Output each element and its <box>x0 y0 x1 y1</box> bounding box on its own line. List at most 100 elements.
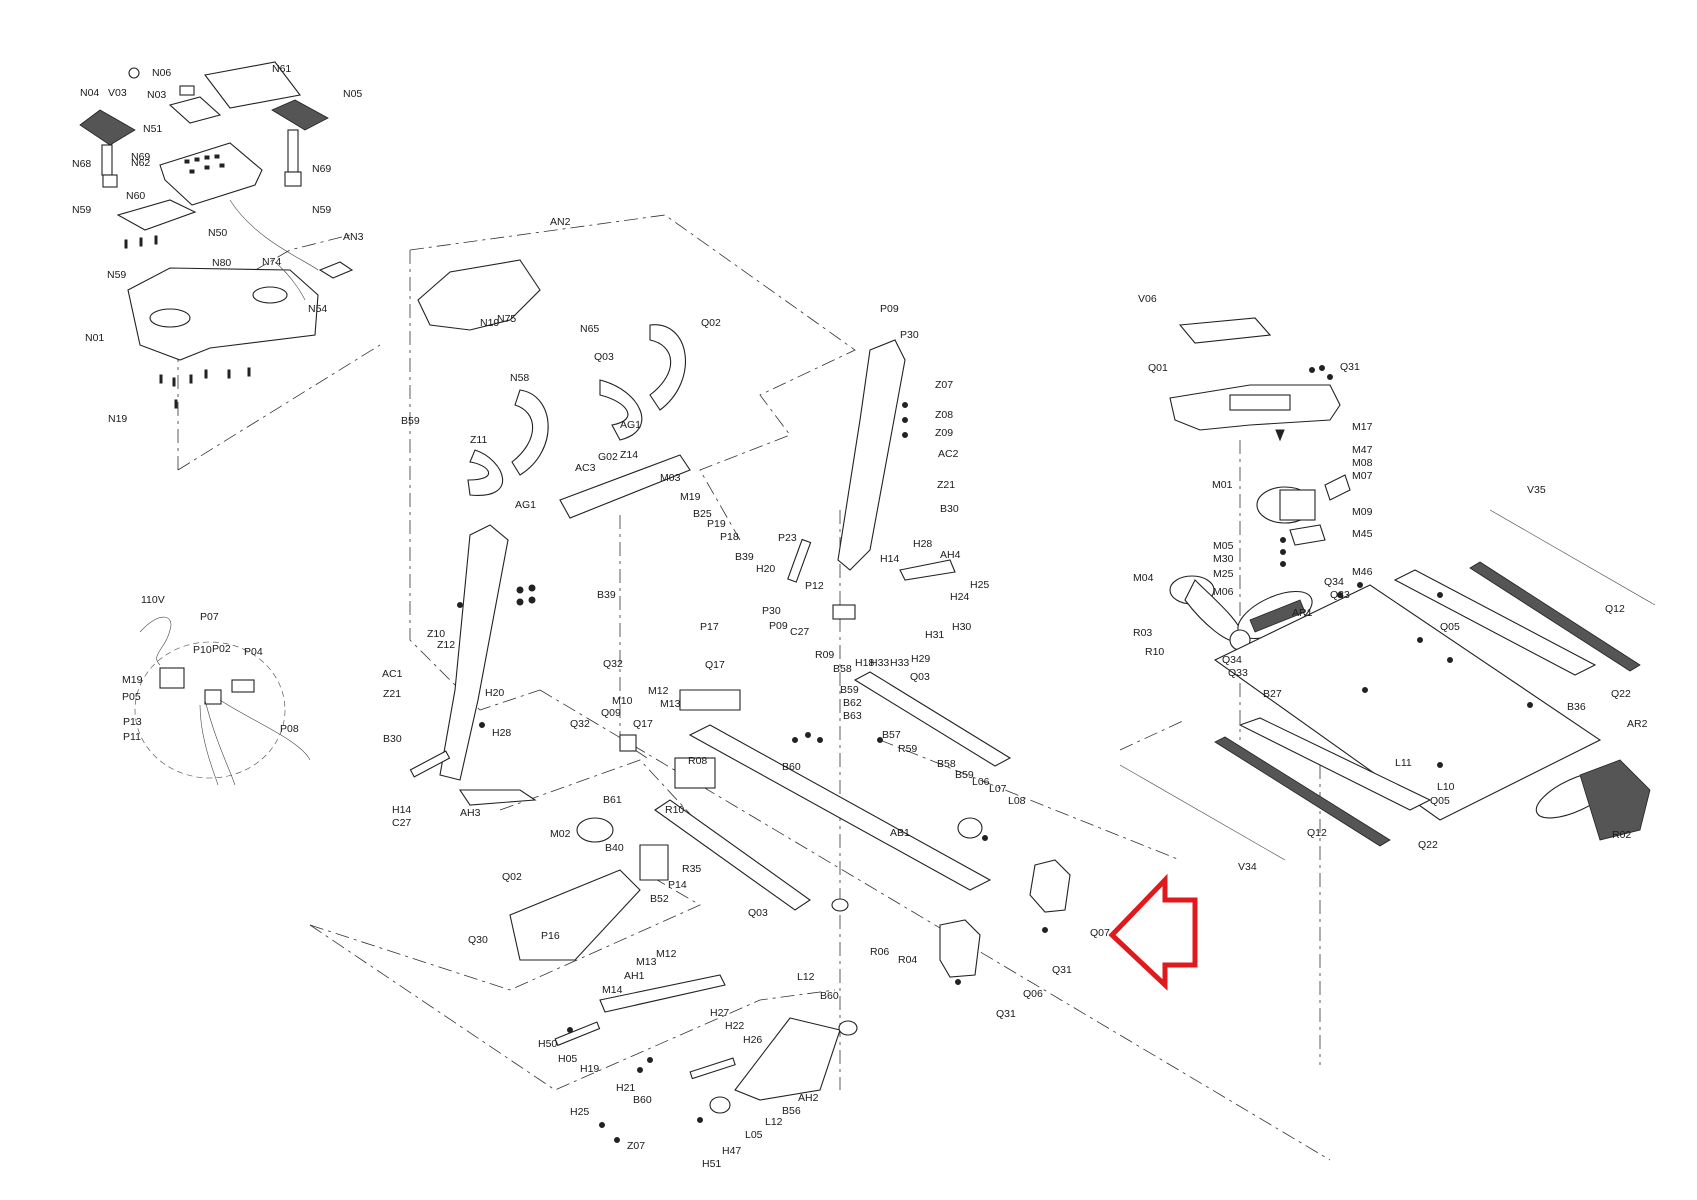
label-p05: P05 <box>122 691 141 703</box>
label-110v: 110V <box>141 594 165 606</box>
highlight-arrow <box>1108 873 1198 991</box>
label-q05b: Q05 <box>1430 795 1450 807</box>
label-l12b: L12 <box>765 1116 783 1128</box>
label-m01: M01 <box>1212 479 1233 491</box>
power-detail-circle <box>134 641 286 779</box>
label-m45: M45 <box>1352 528 1373 540</box>
label-an2: AN2 <box>550 216 571 228</box>
handle-pad-right <box>271 99 329 131</box>
label-ac3: AC3 <box>575 462 596 474</box>
label-p10: P10 <box>193 644 212 656</box>
label-m13b: M13 <box>636 956 657 968</box>
safety-key-an3 <box>318 261 354 279</box>
label-z07a: Z07 <box>935 379 953 391</box>
label-ar1: AR1 <box>1292 607 1313 619</box>
label-l10: L10 <box>1437 781 1455 793</box>
label-n61: N61 <box>272 63 291 75</box>
label-q22a: Q22 <box>1611 688 1631 700</box>
label-n60: N60 <box>126 190 145 202</box>
label-ar2: AR2 <box>1627 718 1648 730</box>
label-q07: Q07 <box>1090 927 1110 939</box>
label-m19: M19 <box>680 491 701 503</box>
motor-m02 <box>576 817 614 843</box>
label-q31a: Q31 <box>1052 964 1072 976</box>
label-b36: B36 <box>1567 701 1586 713</box>
label-m47: M47 <box>1352 444 1373 456</box>
label-r10: R10 <box>665 804 684 816</box>
label-h50: H50 <box>538 1038 557 1050</box>
frame-rail-ab1 <box>688 724 992 891</box>
label-c27a: C27 <box>790 626 809 638</box>
label-n58: N58 <box>510 372 529 384</box>
label-p18: P18 <box>720 531 739 543</box>
label-l11: L11 <box>1395 757 1412 769</box>
label-z21a: Z21 <box>937 479 955 491</box>
label-m14: M14 <box>602 984 623 996</box>
label-z14: Z14 <box>620 449 638 461</box>
label-h51: H51 <box>702 1158 721 1170</box>
label-h33a: H33 <box>870 657 889 669</box>
label-q31c: Q31 <box>1340 361 1360 373</box>
part-labels: N04 V03 N06 N61 N05 N03 N51 N69 N62 N68 … <box>72 63 1648 1170</box>
label-ac1: AC1 <box>382 668 403 680</box>
label-z11: Z11 <box>470 434 487 446</box>
bracket-b52 <box>639 844 669 881</box>
handle-pad-left <box>79 109 136 146</box>
label-z21b: Z21 <box>383 688 401 700</box>
label-p09a: P09 <box>880 303 899 315</box>
grip-ag1 <box>467 449 504 496</box>
wheel-l06 <box>957 817 983 839</box>
label-m25: M25 <box>1213 568 1234 580</box>
label-h33b: H33 <box>890 657 909 669</box>
label-q03c: Q03 <box>748 907 768 919</box>
label-p07: P07 <box>200 611 219 623</box>
strip-q12-bottom <box>1214 736 1391 847</box>
label-n75: N75 <box>497 313 516 325</box>
label-b39a: B39 <box>735 551 754 563</box>
pcb-n60 <box>116 199 197 231</box>
label-m10: M10 <box>612 695 633 707</box>
strip-q12-top <box>1469 561 1641 672</box>
label-v03: V03 <box>108 87 127 99</box>
key-panel-n03 <box>168 96 222 124</box>
label-b59a: B59 <box>401 415 420 427</box>
label-b60b: B60 <box>820 990 839 1002</box>
label-q32a: Q32 <box>603 658 623 670</box>
label-ah3: AH3 <box>460 807 481 819</box>
label-q17a: Q17 <box>705 659 725 671</box>
label-n62: N62 <box>131 157 150 169</box>
rail-q05-bottom <box>1238 717 1432 811</box>
end-cap-q07 <box>1029 859 1071 913</box>
label-c27b: C27 <box>392 817 411 829</box>
label-p04: P04 <box>244 646 263 658</box>
label-b27: B27 <box>1263 688 1282 700</box>
label-q01: Q01 <box>1148 362 1168 374</box>
label-n80: N80 <box>212 257 231 269</box>
label-m13a: M13 <box>660 698 681 710</box>
label-n54: N54 <box>308 303 327 315</box>
label-q02b: Q02 <box>502 871 522 883</box>
label-n05: N05 <box>343 88 362 100</box>
switch-box-p10 <box>159 667 185 689</box>
label-h29: H29 <box>911 653 930 665</box>
label-ah4: AH4 <box>940 549 961 561</box>
label-ab1: AB1 <box>890 827 910 839</box>
label-l05: L05 <box>745 1129 763 1141</box>
label-ac2: AC2 <box>938 448 959 460</box>
label-p09b: P09 <box>769 620 788 632</box>
handlebar-an2 <box>417 259 541 331</box>
label-h24: H24 <box>950 591 969 603</box>
label-ah1: AH1 <box>624 970 645 982</box>
label-r03: R03 <box>1133 627 1152 639</box>
label-p30a: P30 <box>900 329 919 341</box>
label-m06: M06 <box>1213 586 1234 598</box>
label-n59c: N59 <box>107 269 126 281</box>
label-ag1b: AG1 <box>515 499 536 511</box>
label-m19b: M19 <box>122 674 143 686</box>
label-h05: H05 <box>558 1053 577 1065</box>
label-r35: R35 <box>682 863 701 875</box>
label-b30a: B30 <box>940 503 959 515</box>
label-b63: B63 <box>843 710 862 722</box>
frame-rail-q03 <box>853 671 1012 767</box>
label-n01: N01 <box>85 332 104 344</box>
